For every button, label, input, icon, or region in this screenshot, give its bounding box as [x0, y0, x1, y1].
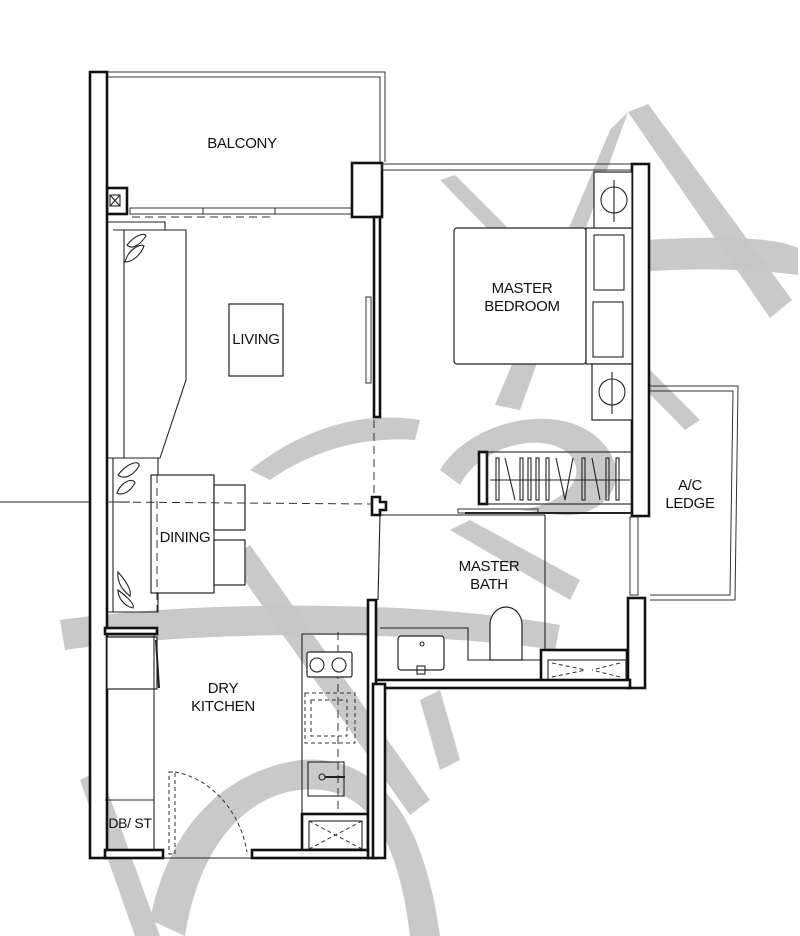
dining-table	[150, 474, 215, 594]
label-living: LIVING	[232, 331, 279, 348]
label-master-bath-1: MASTER	[459, 558, 520, 575]
label-dry-kitchen-1: DRY	[208, 680, 239, 697]
dry-kitchen-area	[103, 598, 387, 860]
label-ac-ledge-2: LEDGE	[665, 495, 715, 512]
label-master-bedroom-1: MASTER	[492, 280, 553, 297]
bedside-table-top	[593, 171, 633, 229]
balcony-area	[105, 71, 386, 218]
column-middle	[350, 161, 384, 219]
toilet	[489, 606, 523, 661]
master-bedroom-area	[381, 162, 651, 518]
cooktop	[306, 651, 353, 678]
wardrobe	[486, 451, 633, 505]
label-dry-kitchen-2: KITCHEN	[191, 698, 255, 715]
coffee-table	[228, 303, 284, 377]
wall-partition	[372, 215, 382, 419]
label-master-bath-2: BATH	[470, 576, 508, 593]
ac-ledge-area	[629, 385, 739, 601]
oven	[304, 692, 356, 744]
hangers	[495, 457, 620, 501]
wall-left	[88, 70, 109, 860]
basin	[397, 635, 445, 671]
wardrobe-door	[365, 296, 372, 384]
label-dining: DINING	[160, 529, 211, 546]
label-db-st: DB/ ST	[108, 815, 152, 831]
dining-area	[106, 457, 373, 613]
master-bath-area	[368, 495, 647, 690]
dining-chair	[213, 484, 246, 531]
dining-chair	[213, 539, 246, 586]
fridge	[106, 636, 158, 690]
label-balcony: BALCONY	[207, 135, 277, 152]
kitchen-sink	[307, 761, 345, 797]
entrance-door[interactable]	[168, 771, 176, 855]
label-ac-ledge-1: A/C	[678, 477, 703, 494]
label-master-bedroom-2: BEDROOM	[484, 298, 559, 315]
